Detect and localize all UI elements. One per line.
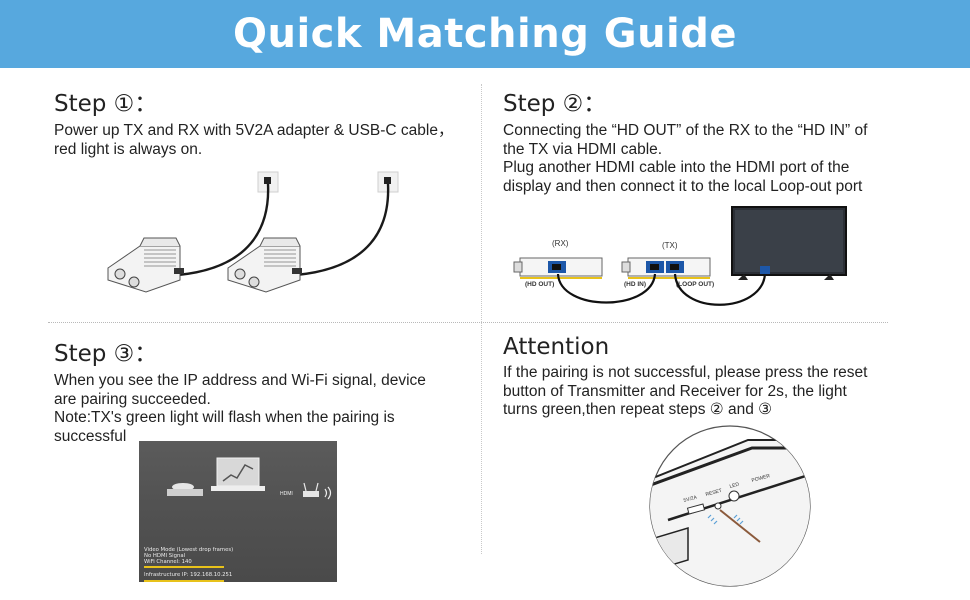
attention-text: If the pairing is not successful, please… xyxy=(503,364,943,420)
step3-title: Step ③： xyxy=(54,341,158,367)
laptop-icon xyxy=(211,457,265,491)
receiver-device-icon xyxy=(227,237,302,293)
page-title: Quick Matching Guide xyxy=(232,11,738,57)
step2-line: display and then connect it to the local… xyxy=(503,177,863,195)
tx-label: (TX) xyxy=(662,241,678,250)
status-screen: HDMI Video Mode (Lowest drop frames) No … xyxy=(139,441,337,582)
step1-title: Step ①： xyxy=(54,91,158,117)
rx-device-icon xyxy=(513,257,603,279)
monitor-icon xyxy=(731,206,847,280)
disc-player-icon xyxy=(167,483,203,496)
attention-line: button of Transmitter and Receiver for 2… xyxy=(503,382,847,400)
attention-line: If the pairing is not successful, please… xyxy=(503,364,868,381)
attention-panel: Attention If the pairing is not successf… xyxy=(503,334,943,420)
hd-out-label: (HD OUT) xyxy=(525,281,554,288)
hdmi-badge: HDMI xyxy=(280,491,293,497)
usb-port-label: 5V/2A xyxy=(683,494,698,503)
svg-text:HDMI: HDMI xyxy=(280,491,293,497)
vertical-divider xyxy=(481,84,482,554)
step3-line: successful xyxy=(54,427,127,445)
reset-button-closeup: 5V/2A RESET LED POWER xyxy=(649,425,811,587)
screen-status-text: Video Mode (Lowest drop frames) No HDMI … xyxy=(144,547,233,566)
step2-line: the TX via HDMI cable. xyxy=(503,140,663,158)
attention-title: Attention xyxy=(503,334,610,360)
attention-line: turns green,then repeat steps ② and ③ xyxy=(503,401,773,418)
router-icon xyxy=(303,482,319,497)
step2-text: Connecting the “HD OUT” of the RX to the… xyxy=(503,122,943,196)
status-line: No HDMI Signal xyxy=(144,553,186,560)
power-label: POWER xyxy=(751,473,771,484)
step2-line: Connecting the “HD OUT” of the RX to the… xyxy=(503,122,868,139)
step3-text: When you see the IP address and Wi-Fi si… xyxy=(54,372,474,446)
highlight-line xyxy=(144,580,224,582)
step3-line: are pairing succeeded. xyxy=(54,390,211,408)
header-banner: Quick Matching Guide xyxy=(0,0,970,68)
step2-panel: Step ②： Connecting the “HD OUT” of the R… xyxy=(503,84,943,196)
reset-label: RESET xyxy=(705,488,723,498)
loop-out-label: (LOOP OUT) xyxy=(676,281,714,288)
step3-line: Note:TX's green light will flash when th… xyxy=(54,409,395,426)
wifi-signal-icon xyxy=(324,486,332,500)
status-line: Video Mode (Lowest drop frames) xyxy=(144,547,234,553)
step1-panel: Step ①： Power up TX and RX with 5V2A ada… xyxy=(54,84,474,159)
horizontal-divider xyxy=(48,322,888,323)
transmitter-device-icon xyxy=(107,237,184,293)
step3-line: When you see the IP address and Wi-Fi si… xyxy=(54,372,426,389)
tx-device-icon xyxy=(621,257,711,279)
screen-icons: HDMI xyxy=(167,457,332,500)
wall-socket-icon xyxy=(257,171,279,193)
hd-in-label: (HD IN) xyxy=(624,281,646,288)
step2-illustration: (RX) (HD OUT) (TX) (HD IN) (LOOP OUT) xyxy=(513,206,847,306)
status-line: WiFi Channel: 140 xyxy=(144,559,192,566)
highlight-line xyxy=(144,566,224,568)
screen-ip-text: Infrastructure IP: 192.168.10.251 xyxy=(144,572,233,578)
step1-line: Power up TX and RX with 5V2A adapter & U… xyxy=(54,122,454,139)
led-label: LED xyxy=(729,482,740,490)
rx-label: (RX) xyxy=(552,239,569,248)
step1-illustration xyxy=(107,171,399,293)
step2-title: Step ②： xyxy=(503,91,607,117)
step2-line: Plug another HDMI cable into the HDMI po… xyxy=(503,159,850,176)
step3-panel: Step ③： When you see the IP address and … xyxy=(54,334,474,446)
step1-text: Power up TX and RX with 5V2A adapter & U… xyxy=(54,122,474,159)
press-indicator-icon xyxy=(707,514,744,525)
step1-line: red light is always on. xyxy=(54,140,203,158)
